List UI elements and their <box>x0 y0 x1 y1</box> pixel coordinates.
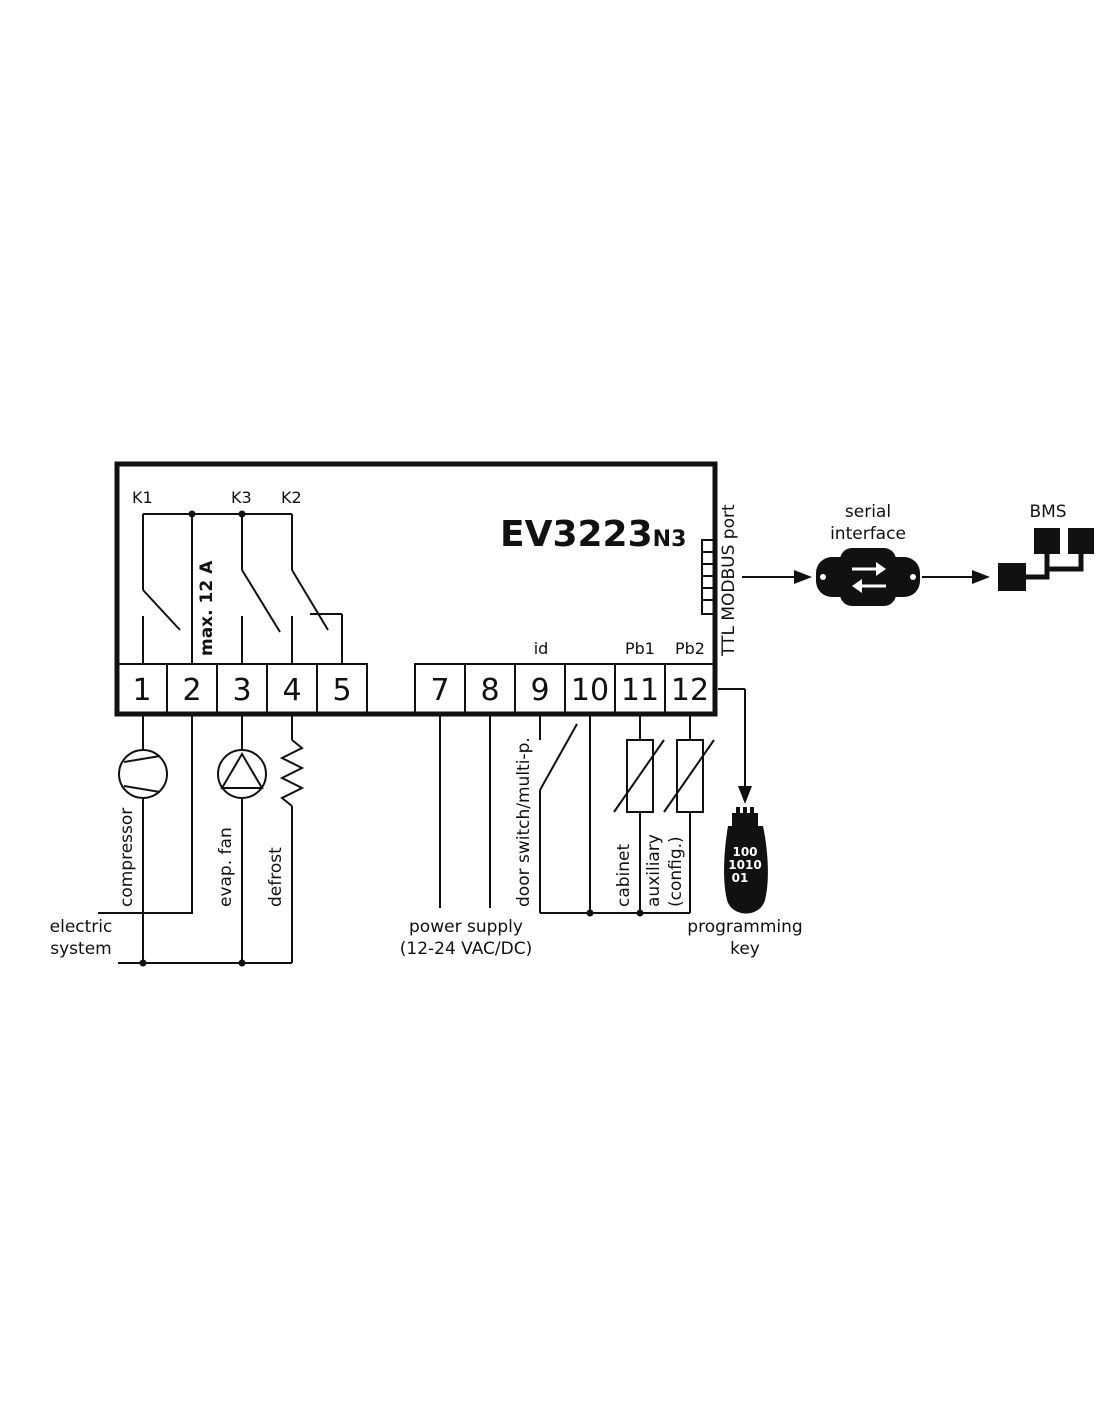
power-supply-label-line1: power supply <box>409 917 523 937</box>
terminal-strip-right <box>414 663 716 715</box>
cabinet-label: cabinet <box>614 843 634 907</box>
terminal-7: 7 <box>430 673 449 708</box>
terminal-4: 4 <box>282 673 301 708</box>
bms-label: BMS <box>1029 502 1066 522</box>
input-pb2-label: Pb2 <box>675 639 705 658</box>
compressor-icon <box>118 749 168 799</box>
ttl-port-connector <box>701 539 715 615</box>
fan-icon <box>217 749 267 799</box>
terminal-9: 9 <box>530 673 549 708</box>
relay-k3-label: K3 <box>231 488 252 507</box>
terminal-10: 10 <box>571 673 609 708</box>
input-id-label: id <box>534 639 549 658</box>
serial-interface-label-line2: interface <box>830 524 906 544</box>
defrost-label: defrost <box>266 847 286 907</box>
serial-link <box>742 570 990 584</box>
evap-fan-label: evap. fan <box>216 827 236 907</box>
electric-system-label-line2: system <box>50 939 111 959</box>
terminal-8: 8 <box>480 673 499 708</box>
exchange-arrows-icon <box>852 562 886 593</box>
model-name: EV3223N3 <box>500 514 686 555</box>
power-supply-label-line2: (12-24 VAC/DC) <box>400 939 533 959</box>
serial-interface-device <box>816 548 920 606</box>
cabinet-probe-icon <box>613 739 665 813</box>
svg-text:100: 100 <box>732 845 757 859</box>
input-pb1-label: Pb1 <box>625 639 655 658</box>
terminal-12: 12 <box>671 673 709 708</box>
input-wiring <box>439 714 691 917</box>
bms-network-icon <box>998 528 1094 591</box>
electric-system-label-line1: electric <box>50 917 113 937</box>
relay-wiring <box>142 510 343 664</box>
terminal-5: 5 <box>332 673 351 708</box>
auxiliary-probe-icon <box>663 739 715 813</box>
svg-text:1010: 1010 <box>728 858 761 872</box>
compressor-label: compressor <box>117 808 137 907</box>
load-wiring <box>98 714 305 967</box>
auxiliary-config-label: (config.) <box>666 836 686 907</box>
door-switch-label: door switch/multi-p. <box>514 737 534 907</box>
programming-key-label-line1: programming <box>687 917 802 937</box>
programming-key-icon: 100 1010 01 <box>724 807 768 914</box>
terminal-11: 11 <box>621 673 659 708</box>
ttl-port-label: TTL MODBUS port <box>719 504 739 657</box>
terminal-1: 1 <box>132 673 151 708</box>
relay-k2-label: K2 <box>281 488 302 507</box>
terminal-3: 3 <box>232 673 251 708</box>
programming-key-label-line2: key <box>730 939 760 959</box>
terminal-2: 2 <box>182 673 201 708</box>
svg-text:01: 01 <box>732 871 749 885</box>
auxiliary-label: auxiliary <box>644 834 664 907</box>
max-current-label: max. 12 A <box>197 560 217 656</box>
serial-interface-label-line1: serial <box>845 502 891 522</box>
programming-key-link <box>718 688 752 804</box>
relay-k1-label: K1 <box>132 488 153 507</box>
